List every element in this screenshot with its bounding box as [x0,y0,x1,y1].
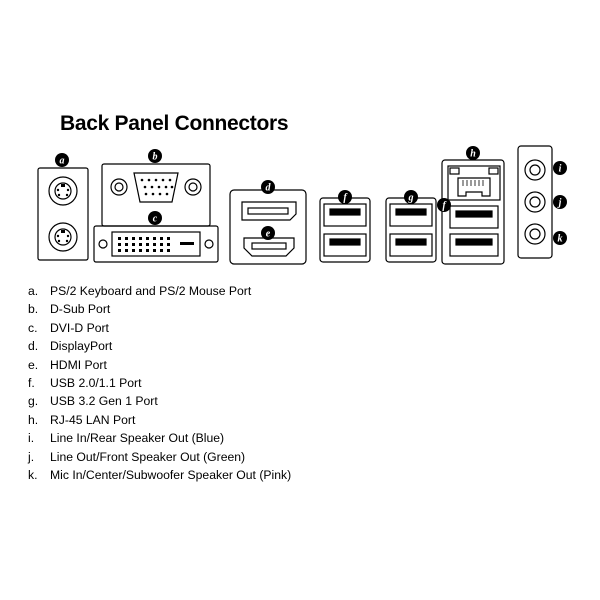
usb2-ports [319,197,371,263]
legend-item: g. USB 3.2 Gen 1 Port [28,392,588,410]
svg-text:g: g [408,193,414,204]
legend-key: f. [28,375,35,390]
svg-text:f: f [343,193,348,204]
legend-text: PS/2 Keyboard and PS/2 Mouse Port [50,284,252,298]
legend-key: j. [28,449,35,464]
hdmi-port [243,237,295,257]
ps2-ports [37,167,89,261]
badge-a: a [55,153,69,167]
svg-text:f: f [442,201,447,212]
badge-i: i [553,161,567,175]
svg-text:c: c [153,214,158,225]
badge-h: h [466,146,480,160]
svg-text:d: d [266,183,272,194]
lan-usb-stack [441,159,505,265]
legend-item: h. RJ-45 LAN Port [28,411,588,429]
usb3-ports [385,197,437,263]
badge-e: e [261,226,275,240]
svg-text:k: k [558,234,563,245]
legend-key: h. [28,412,39,427]
legend-text: HDMI Port [50,357,107,372]
legend-text: Line Out/Front Speaker Out (Green) [50,449,246,464]
legend-item: d. DisplayPort [28,337,588,355]
diagram-title: Back Panel Connectors [60,112,289,135]
legend-item: k. Mic In/Center/Subwoofer Speaker Out (P… [28,466,588,484]
legend-text: DVI-D Port [50,320,109,335]
badge-c: c [148,211,162,225]
legend-key: e. [28,357,39,372]
legend-key: i. [28,431,35,446]
legend-key: d. [28,339,39,354]
svg-text:h: h [470,149,476,160]
legend-item: f. USB 2.0/1.1 Port [28,374,588,392]
legend-item: j. Line Out/Front Speaker Out (Green) [28,448,588,466]
connector-diagram: a b c d e f g h f i j k [37,145,567,265]
badge-f-left: f [338,190,352,204]
badge-d: d [261,180,275,194]
badge-k: k [553,231,567,245]
legend-text: DisplayPort [50,339,113,354]
legend-key: a. [28,284,39,298]
badge-b: b [148,149,162,163]
connector-legend: a. PS/2 Keyboard and PS/2 Mouse Port b. D-… [28,282,588,484]
legend-item: b. D-Sub Port [28,300,588,318]
badge-g: g [404,190,418,204]
legend-key: b. [28,302,39,317]
svg-text:a: a [60,156,65,167]
legend-text: Line In/Rear Speaker Out (Blue) [50,431,225,446]
svg-text:i: i [559,164,562,175]
svg-text:j: j [557,198,562,209]
badge-j: j [553,195,567,209]
legend-text: USB 3.2 Gen 1 Port [50,394,158,409]
legend-key: k. [28,467,38,482]
badge-f-right: f [437,198,451,212]
legend-key: c. [28,320,38,335]
legend-text: D-Sub Port [50,302,111,317]
legend-item: e. HDMI Port [28,356,588,374]
legend-text: RJ-45 LAN Port [50,412,136,427]
dvi-port [93,225,219,263]
audio-jacks [517,145,553,259]
legend-key: g. [28,394,39,409]
svg-text:b: b [153,152,158,163]
svg-text:e: e [266,229,271,240]
legend-text: Mic In/Center/Subwoofer Speaker Out (Pin… [50,467,292,482]
legend-text: USB 2.0/1.1 Port [50,375,142,390]
legend-item: c. DVI-D Port [28,319,588,337]
legend-item: a. PS/2 Keyboard and PS/2 Mouse Port [28,282,588,300]
legend-item: i. Line In/Rear Speaker Out (Blue) [28,429,588,447]
